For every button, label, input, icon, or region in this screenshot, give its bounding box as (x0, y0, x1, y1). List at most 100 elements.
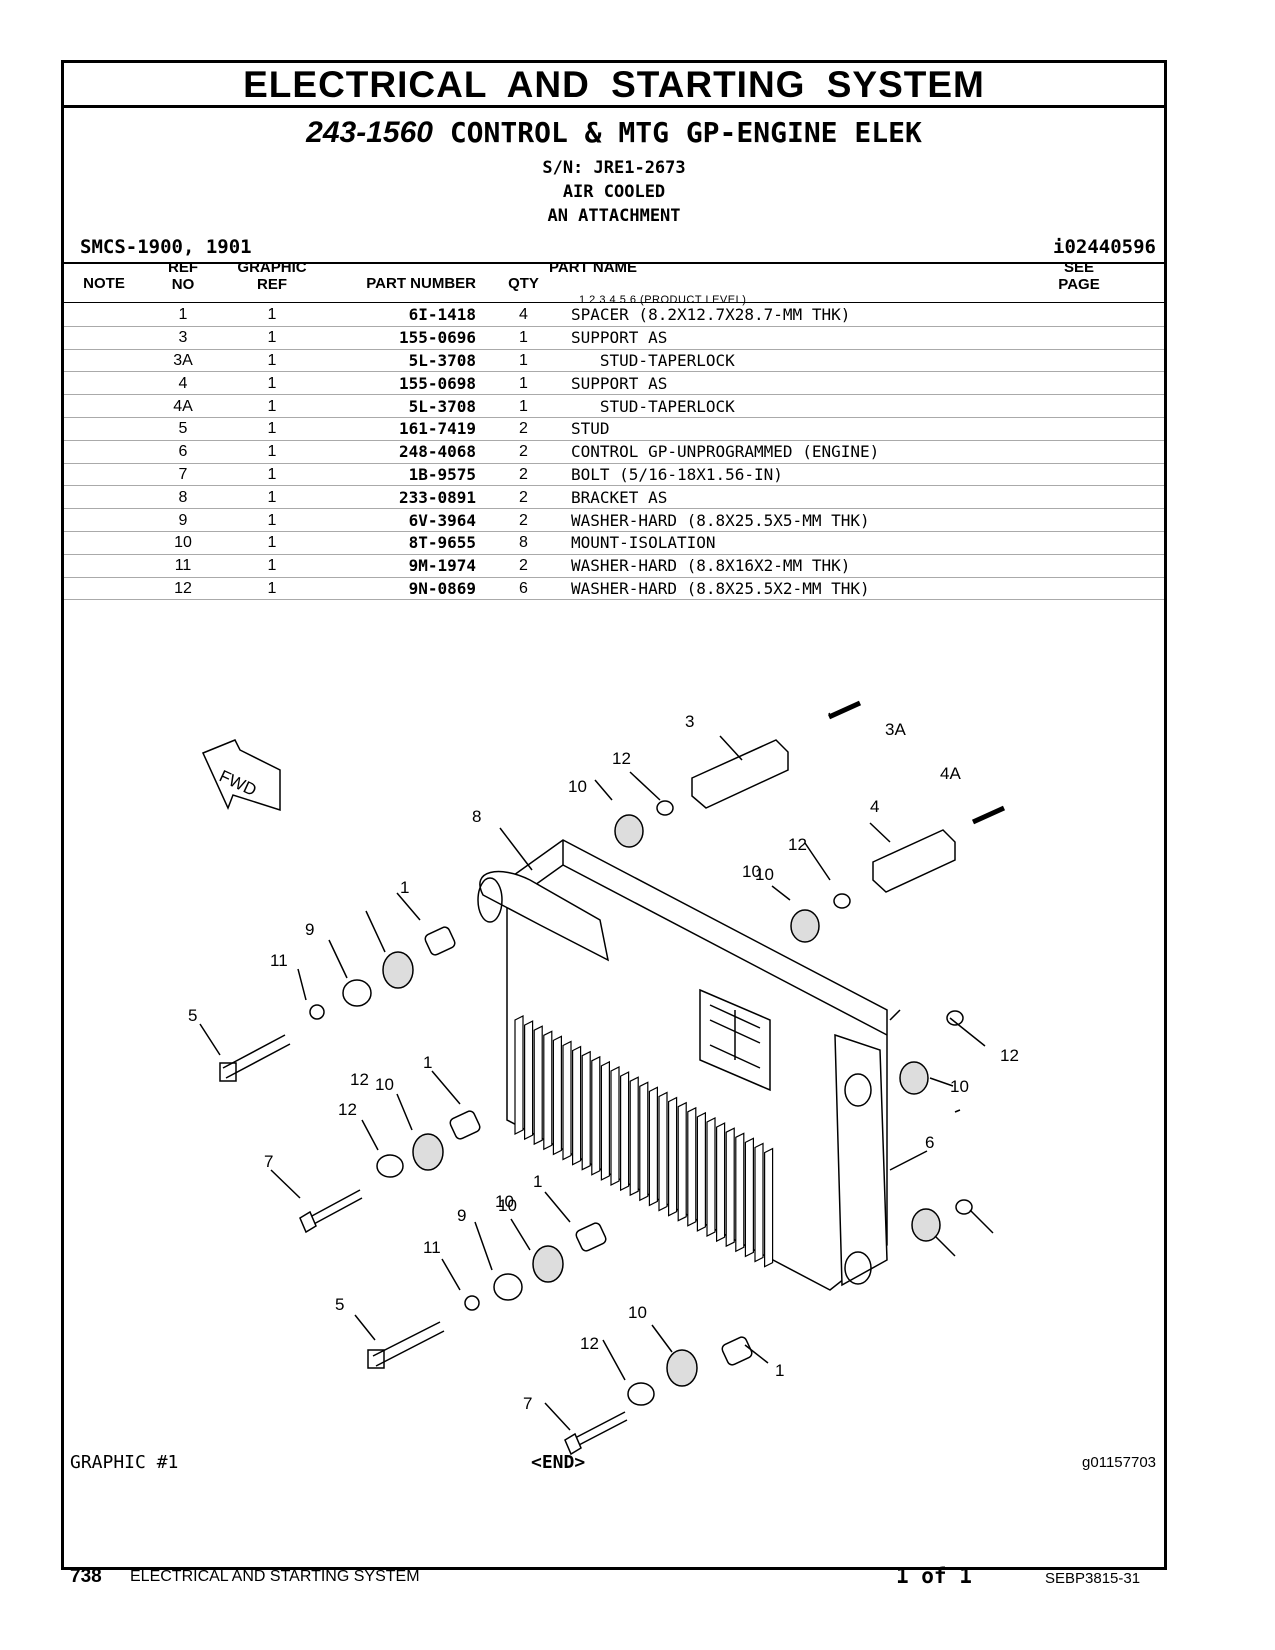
cooling-fin (658, 1091, 668, 1212)
cooling-fin (572, 1045, 582, 1166)
callout-label: 3 (685, 712, 694, 731)
note-cell (64, 508, 144, 532)
ref-no-cell: 1 (144, 304, 222, 327)
part-number-cell: 161-7419 (322, 417, 476, 441)
callout-label: 4 (870, 797, 879, 816)
cooling-fin (706, 1117, 716, 1237)
cooling-fin (581, 1050, 591, 1171)
graphic-ref-cell: 1 (222, 485, 322, 510)
config-line-2: AN ATTACHMENT (547, 206, 681, 226)
callout-label: 12 (338, 1100, 357, 1119)
note-cell (64, 349, 144, 373)
ref-no-cell: 4 (144, 371, 222, 396)
callout-label: 1 (400, 878, 409, 897)
cooling-fin (543, 1030, 553, 1151)
callout-label: 12 (612, 749, 631, 768)
callout-label: 10 (628, 1303, 647, 1322)
part-number-cell: 9M-1974 (322, 554, 476, 578)
graphic-ref-cell: 1 (222, 577, 322, 601)
part-number-cell: 248-4068 (322, 440, 476, 464)
note-cell (64, 371, 144, 396)
ref-no-cell: 5 (144, 417, 222, 441)
cooling-fin (629, 1076, 639, 1197)
part-number-cell: 233-0891 (322, 485, 476, 510)
callout-label: 8 (472, 807, 481, 826)
group-title: 243-1560 CONTROL & MTG GP-ENGINE ELEK (64, 116, 1164, 150)
end-marker: <END> (531, 1452, 586, 1473)
cooling-fin (639, 1081, 649, 1202)
note-cell (64, 440, 144, 464)
callout-label: 12 (788, 835, 807, 854)
ref-no-cell: 7 (144, 463, 222, 487)
ref-no-cell: 4A (144, 394, 222, 418)
note-cell (64, 485, 144, 510)
callout-label: 5 (335, 1295, 344, 1314)
cooling-fin (524, 1020, 534, 1141)
note-cell (64, 417, 144, 441)
footer-page-count: 1 of 1 (896, 1564, 972, 1588)
graphic-ref-cell: 1 (222, 417, 322, 441)
qty-cell: 6 (476, 577, 571, 601)
part-name-cell: WASHER-HARD (8.8X25.5X2-MM THK) (571, 577, 1164, 601)
note-cell (64, 531, 144, 555)
col-qty: QTY (508, 275, 539, 292)
part-number-cell: 9N-0869 (322, 577, 476, 601)
graphic-ref-cell: 1 (222, 508, 322, 532)
part-name-cell: SUPPORT AS (571, 326, 1164, 350)
serial-number: S/N: JRE1-2673 (542, 158, 686, 178)
graphic-ref-cell: 1 (222, 394, 322, 418)
graphic-ref-cell: 1 (222, 554, 322, 578)
callout-label: 10 (495, 1192, 514, 1211)
part-name-cell: WASHER-HARD (8.8X16X2-MM THK) (571, 554, 1164, 578)
ref-no-cell: 12 (144, 577, 222, 601)
table-header-rule (64, 302, 1164, 303)
cooling-fin (514, 1015, 524, 1135)
qty-cell: 2 (476, 417, 571, 441)
cooling-fin (648, 1086, 658, 1207)
callout-label: 12 (350, 1070, 369, 1089)
qty-cell: 2 (476, 554, 571, 578)
part-name-cell: BOLT (5/16-18X1.56-IN) (571, 463, 1164, 487)
qty-cell: 1 (476, 326, 571, 350)
group-number: 243-1560 (306, 116, 433, 149)
callout-label: 9 (457, 1206, 466, 1225)
ref-no-cell: 3 (144, 326, 222, 350)
callout-label: 3A (885, 720, 906, 739)
col-note: NOTE (83, 275, 125, 292)
callout-label: 5 (188, 1006, 197, 1025)
callout-label: 1 (533, 1172, 542, 1191)
header-rule (64, 262, 1164, 264)
qty-cell: 2 (476, 485, 571, 510)
graphic-ref-cell: 1 (222, 463, 322, 487)
section-banner: ELECTRICAL AND STARTING SYSTEM (64, 63, 1164, 108)
callout-label: 1 (423, 1053, 432, 1072)
callout-label: 10 (568, 777, 587, 796)
part-name-cell: SUPPORT AS (571, 371, 1164, 396)
cooling-fin (562, 1040, 572, 1161)
cooling-fin (744, 1137, 754, 1258)
cooling-fin (677, 1101, 687, 1222)
cooling-fin (610, 1066, 620, 1186)
cooling-fin (552, 1035, 562, 1156)
group-name: CONTROL & MTG GP-ENGINE ELEK (449, 116, 922, 149)
part-number-cell: 155-0696 (322, 326, 476, 350)
callout-label: 9 (305, 920, 314, 939)
note-cell (64, 463, 144, 487)
callout-label: 6 (925, 1133, 934, 1152)
graphic-ref-cell: 1 (222, 304, 322, 327)
part-name-cell: STUD-TAPERLOCK (571, 394, 1164, 418)
callout-label: 11 (270, 951, 288, 970)
ref-no-cell: 11 (144, 554, 222, 578)
qty-cell: 8 (476, 531, 571, 555)
note-cell (64, 554, 144, 578)
col-part-number: PART NUMBER (366, 275, 476, 292)
